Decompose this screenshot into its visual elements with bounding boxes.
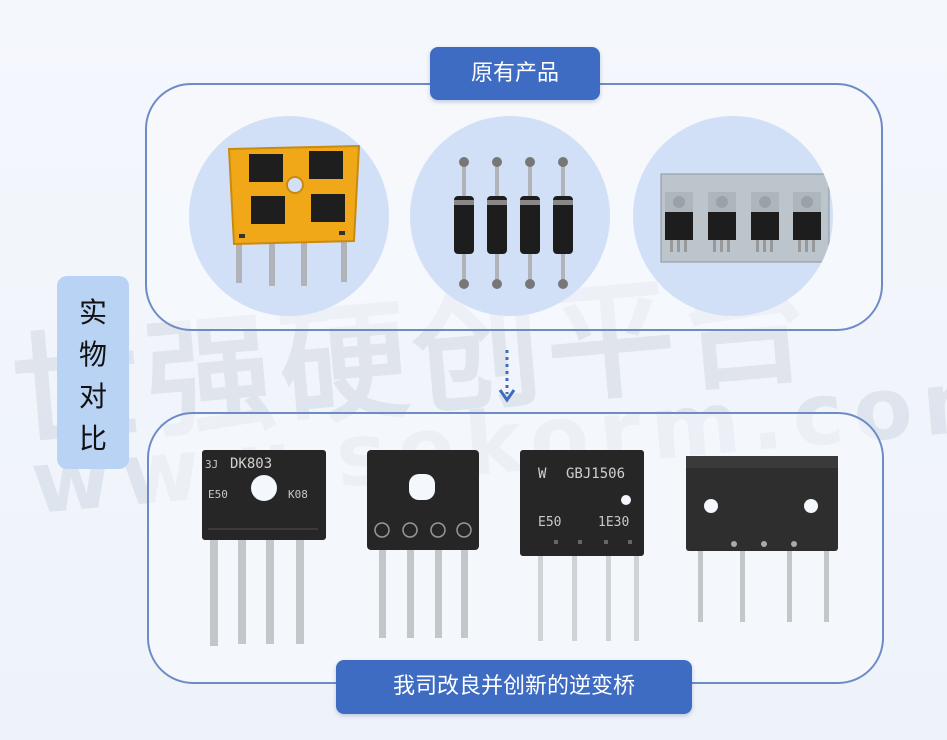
physical-comparison-label: 实 物 对 比 <box>57 276 129 469</box>
pcb-module-image <box>227 144 361 286</box>
bridge-rectifier-flat <box>684 454 844 634</box>
product-circle-diodes <box>410 116 610 316</box>
to220-package <box>708 192 736 252</box>
smd-chip <box>311 194 345 222</box>
diode <box>487 157 507 289</box>
pin <box>236 208 242 283</box>
pin <box>269 214 275 286</box>
to220-image <box>660 173 830 263</box>
mount-hole <box>286 176 304 194</box>
pad-mark <box>239 234 245 238</box>
smd-chip <box>309 151 343 179</box>
side-label-char: 对 <box>78 380 107 413</box>
pad-mark <box>339 231 345 235</box>
part-number-marking: DK803 <box>230 456 272 472</box>
side-label-char: 实 <box>78 296 107 329</box>
smd-chip <box>249 154 283 182</box>
bridge-rectifier-2 <box>365 448 485 648</box>
pin <box>301 214 307 286</box>
bridge-rectifier-gbj1506: W GBJ1506 E50 1E30 <box>518 448 648 648</box>
pin <box>341 210 347 282</box>
smd-chip <box>251 196 285 224</box>
side-label-char: 比 <box>78 422 107 455</box>
to220-package <box>793 192 821 252</box>
date-code-marking: 1E30 <box>598 515 629 530</box>
product-circle-pcb-module <box>189 116 389 316</box>
marking-prefix: 3J <box>205 458 218 471</box>
lot-code-marking: E50 <box>208 488 228 501</box>
bridge-rectifier-1: 3J DK803 E50 K08 <box>200 448 330 648</box>
arrow-down-icon <box>497 348 517 406</box>
lot-code-marking: E50 <box>538 515 561 530</box>
diode <box>553 157 573 289</box>
diode <box>454 157 474 289</box>
model-marking: GBJ1506 <box>566 466 625 482</box>
improved-products-title: 我司改良并创新的逆变桥 <box>336 660 692 714</box>
lot-code-marking-2: K08 <box>288 488 308 501</box>
to220-package <box>665 192 693 252</box>
to220-package <box>751 192 779 252</box>
diodes-image <box>454 157 573 289</box>
original-products-title: 原有产品 <box>430 47 600 100</box>
diode <box>520 157 540 289</box>
side-label-char: 物 <box>78 338 107 371</box>
product-circle-to220 <box>633 116 833 316</box>
brand-marking: W <box>538 466 547 482</box>
